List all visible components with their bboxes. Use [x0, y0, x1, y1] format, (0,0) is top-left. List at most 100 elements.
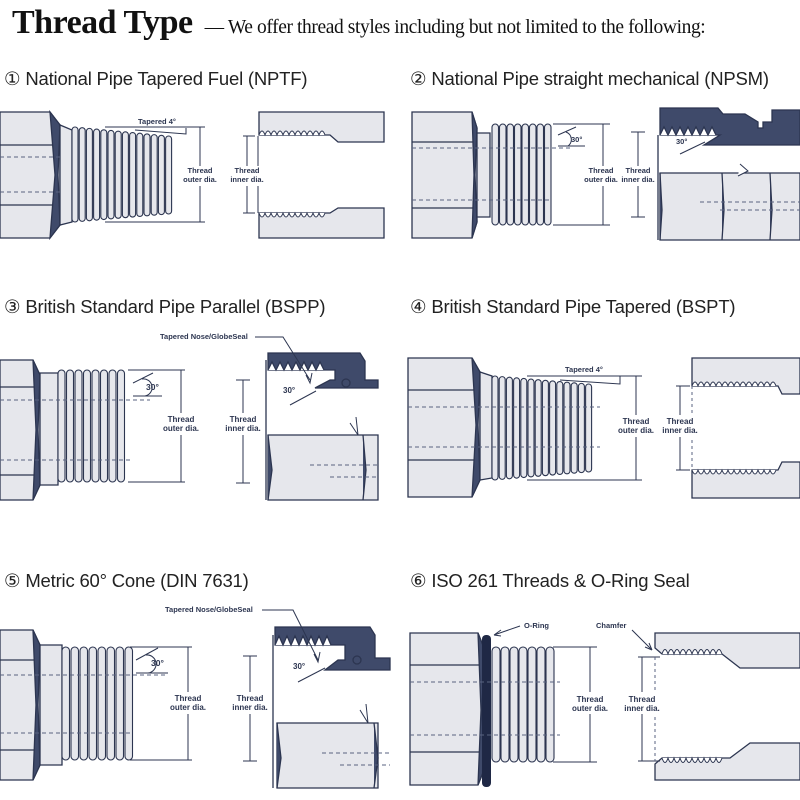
thread-ridge: [136, 132, 144, 218]
thread-ridge: [536, 646, 546, 763]
male-fitting: [0, 359, 59, 501]
thread-ridge: [74, 369, 83, 483]
thread-ridge: [150, 134, 158, 216]
thread-ridge: [520, 377, 528, 479]
page-subtitle: — We offer thread styles including but n…: [204, 17, 706, 38]
diagram-bspt: Tapered 4° Thread outer dia. Thread inne…: [400, 340, 800, 510]
male-fitting: [409, 632, 485, 786]
male-thread: [57, 369, 126, 483]
svg-text:Thread: Thread: [588, 166, 613, 175]
thread-ridge: [97, 646, 107, 761]
thread-ridge: [71, 126, 79, 223]
thread-ridge: [108, 369, 117, 483]
thread-ridge: [536, 123, 545, 226]
thread-ridge: [509, 646, 519, 763]
thread-ridge: [70, 646, 80, 761]
svg-text:30°: 30°: [151, 658, 164, 668]
thread-ridge: [143, 133, 151, 217]
svg-text:inner dia.: inner dia.: [662, 426, 698, 435]
svg-text:Thread: Thread: [577, 695, 604, 704]
svg-text:outer dia.: outer dia.: [572, 704, 608, 713]
svg-text:Thread: Thread: [230, 415, 257, 424]
thread-ridge: [121, 131, 129, 219]
thread-ridge: [491, 123, 500, 226]
thread-ridge: [500, 646, 510, 763]
section-title-npsm: ② National Pipe straight mechanical (NPS…: [410, 68, 769, 89]
thread-ridge: [61, 646, 71, 761]
thread-ridge: [491, 646, 501, 763]
outer-dia-label: Thread: [187, 166, 212, 175]
thread-ridge: [563, 381, 571, 475]
thread-ridge: [543, 123, 552, 226]
female-fitting: [691, 357, 800, 499]
thread-ridge: [513, 123, 522, 226]
thread-ridge: [85, 127, 93, 222]
svg-text:Tapered 4°: Tapered 4°: [565, 365, 603, 374]
thread-ridge: [556, 380, 564, 476]
svg-text:inner dia.: inner dia.: [230, 175, 263, 184]
thread-ridge: [82, 369, 92, 483]
thread-ridge: [498, 376, 506, 480]
thread-ridge: [106, 646, 116, 761]
female-nut: [657, 107, 800, 241]
thread-ridge: [88, 646, 98, 761]
svg-text:Thread: Thread: [629, 695, 656, 704]
thread-ridge: [541, 379, 549, 477]
thread-ridge: [165, 135, 173, 215]
section-title-nptf: ① National Pipe Tapered Fuel (NPTF): [4, 68, 308, 89]
svg-text:Thread: Thread: [623, 417, 650, 426]
svg-text:Thread: Thread: [237, 694, 264, 703]
callout-arrow: [262, 609, 321, 664]
thread-ridge: [518, 646, 528, 763]
svg-text:outer dia.: outer dia.: [584, 175, 618, 184]
thread-ridge: [100, 129, 108, 221]
thread-ridge: [79, 646, 89, 761]
thread-ridge: [527, 378, 535, 478]
svg-text:Thread: Thread: [667, 417, 694, 426]
diagram-nptf: Tapered 4° Thread outer dia. Thread inne…: [0, 100, 400, 250]
thread-ridge: [116, 369, 126, 483]
male-fitting: [0, 109, 73, 241]
thread-ridge: [114, 130, 122, 219]
page-header: Thread Type — We offer thread styles inc…: [12, 4, 706, 44]
diagram-iso261: Thread outer dia. O-Ring Thread inner di…: [400, 610, 800, 800]
svg-text:outer dia.: outer dia.: [163, 424, 199, 433]
svg-text:outer dia.: outer dia.: [618, 426, 654, 435]
page-title: Thread Type: [12, 4, 193, 41]
thread-ridge: [521, 123, 530, 226]
oring-label: O-Ring: [524, 621, 549, 630]
male-thread: [61, 646, 134, 761]
svg-text:inner dia.: inner dia.: [624, 704, 660, 713]
svg-text:30°: 30°: [676, 137, 687, 146]
thread-ridge: [506, 123, 515, 226]
male-fitting: [407, 357, 493, 498]
section-title-iso261: ⑥ ISO 261 Threads & O-Ring Seal: [410, 570, 690, 591]
chamfer-label: Chamfer: [596, 621, 627, 630]
diagram-din7631: 30° Thread outer dia. Thread inner dia. …: [0, 600, 400, 800]
thread-ridge: [78, 127, 86, 222]
thread-ridge: [491, 375, 499, 481]
diagram-npsm: 30° Thread outer dia. Thread inner dia. …: [400, 100, 800, 250]
thread-ridge: [57, 369, 66, 483]
thread-ridge: [570, 382, 578, 474]
thread-ridge: [157, 134, 165, 216]
thread-ridge: [498, 123, 507, 226]
svg-text:inner dia.: inner dia.: [225, 424, 261, 433]
thread-ridge: [545, 646, 555, 763]
section-title-bspt: ④ British Standard Pipe Tapered (BSPT): [410, 296, 736, 317]
thread-ridge: [513, 377, 521, 479]
thread-ridge: [577, 382, 585, 474]
thread-ridge: [528, 123, 537, 226]
male-thread: [491, 646, 555, 763]
male-thread: [71, 126, 173, 223]
thread-ridge: [99, 369, 109, 483]
thread-ridge: [107, 129, 115, 220]
thread-ridge: [585, 383, 593, 473]
section-title-bspp: ③ British Standard Pipe Parallel (BSPP): [4, 296, 326, 317]
svg-text:30°: 30°: [146, 382, 159, 392]
thread-ridge: [91, 369, 100, 483]
inner-dia-label: Thread: [234, 166, 259, 175]
thread-ridge: [115, 646, 125, 761]
male-thread: [491, 123, 552, 226]
svg-text:inner dia.: inner dia.: [621, 175, 654, 184]
